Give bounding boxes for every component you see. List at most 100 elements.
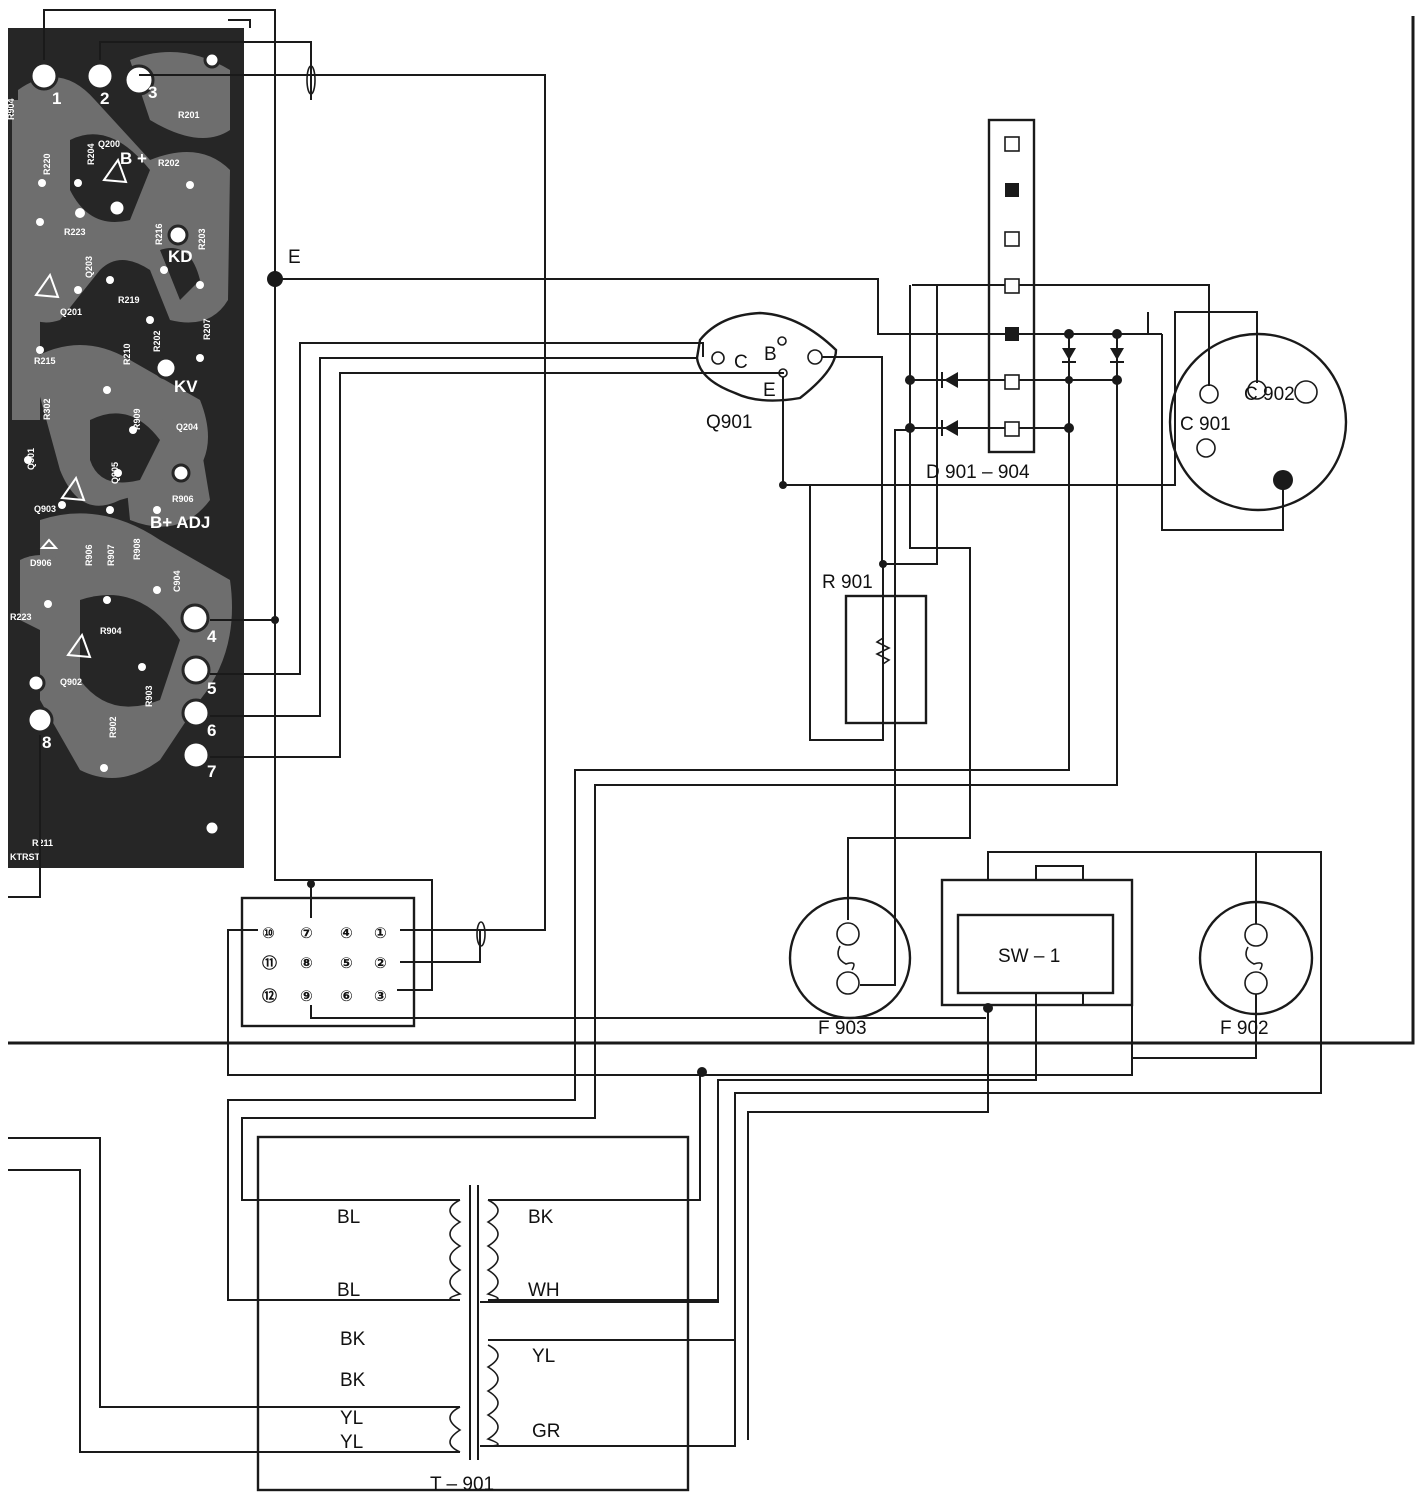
lead-label: BK <box>340 1329 366 1350</box>
pcb-label: R907 <box>106 544 116 566</box>
pin: ⑤ <box>340 954 353 972</box>
lead-label: YL <box>532 1346 555 1367</box>
pcb-label: R223 <box>10 612 32 622</box>
lead-label: BL <box>337 1207 360 1228</box>
pin: ⑨ <box>300 987 313 1005</box>
pcb-label: R219 <box>118 295 140 305</box>
pin: ⑥ <box>340 987 353 1005</box>
twist-marker <box>306 65 316 95</box>
q901-c-label: C <box>734 352 748 373</box>
pcb-label: C904 <box>172 570 182 592</box>
pcb-label: R904 <box>100 626 122 636</box>
pcb-label: R220 <box>42 153 52 175</box>
diode-wires <box>227 284 1284 1301</box>
pcb-terminal-6: 6 <box>207 721 216 740</box>
pcb-label: R215 <box>34 356 56 366</box>
connector-pins: ⑩ ⑦ ④ ① ⑪ ⑧ ⑤ ② ⑫ ⑨ ⑥ ③ <box>262 924 387 1005</box>
chassis-edge <box>8 16 1415 1045</box>
pcb-label: R202 <box>158 158 180 168</box>
pcb-mark-b: B + <box>120 149 147 168</box>
pcb-label: KV <box>174 377 198 396</box>
c901-label: C 901 <box>1180 414 1231 435</box>
ground-label: E <box>288 247 301 268</box>
pcb-terminal-7: 7 <box>207 762 216 781</box>
pcb-label: R908 <box>132 538 142 560</box>
pcb-label: R210 <box>122 343 132 365</box>
q901-wires <box>782 311 1258 741</box>
c902-label: C 902 <box>1244 384 1295 405</box>
connector-block <box>227 879 1133 1077</box>
sw1-label: SW – 1 <box>998 946 1060 967</box>
pcb-label: R302 <box>42 398 52 420</box>
pcb-terminal-5: 5 <box>207 679 216 698</box>
junction <box>271 616 279 624</box>
pcb-label: Q905 <box>110 462 120 484</box>
pcb-label: R223 <box>64 227 86 237</box>
diode-symbols <box>941 348 1124 436</box>
pcb-label: R207 <box>202 318 212 340</box>
pin: ⑧ <box>300 954 313 972</box>
pcb-terminal-2: 2 <box>100 89 109 108</box>
capacitor-can: C 902 C 901 <box>1168 332 1348 512</box>
pcb-label: R204 <box>86 143 96 165</box>
lead-label: GR <box>532 1421 561 1442</box>
pcb-label: Q903 <box>34 504 56 514</box>
pin: ⑩ <box>262 924 275 942</box>
pcb-label: Q902 <box>60 677 82 687</box>
pcb-label: R211 <box>32 838 53 848</box>
pcb-terminal-8: 8 <box>42 733 51 752</box>
pin: ⑦ <box>300 924 313 942</box>
pin: ⑪ <box>262 954 277 972</box>
pcb-label: R906 <box>84 544 94 566</box>
pcb-label: Q204 <box>176 422 198 432</box>
q901-transistor: C B E Q901 <box>695 311 838 433</box>
pcb-label: D906 <box>30 558 52 568</box>
r901-resistor: R 901 <box>822 285 938 740</box>
pin: ③ <box>374 987 387 1005</box>
pcb-label: R201 <box>178 110 200 120</box>
pcb-label: R903 <box>144 685 154 707</box>
pcb-label: R909 <box>132 408 142 430</box>
r901-label: R 901 <box>822 572 873 593</box>
pcb-label: R904 <box>6 98 16 120</box>
pcb-terminal-4: 4 <box>207 627 217 646</box>
pcb-terminal-1: 1 <box>52 89 61 108</box>
pcb-label: KTRST <box>10 852 40 862</box>
lead-label: YL <box>340 1432 363 1453</box>
pcb-label: Q203 <box>84 256 94 278</box>
sw1-switch: SW – 1 <box>480 851 1322 1447</box>
f902-fuse: F 902 <box>1132 852 1314 1059</box>
pcb-label: KD <box>168 247 193 266</box>
pcb-label: R902 <box>108 716 118 738</box>
lead-label: BK <box>340 1370 366 1391</box>
pcb-board: 1 2 3 4 5 6 7 8 R904 R220 R204 Q200 R201… <box>6 28 244 868</box>
pcb-label: Q201 <box>60 307 82 317</box>
pin: ① <box>374 924 387 942</box>
f902-label: F 902 <box>1220 1018 1269 1039</box>
q901-b-label: B <box>764 344 777 365</box>
pcb-label: R906 <box>172 494 194 504</box>
lead-label: WH <box>528 1280 560 1301</box>
diodes-label: D 901 – 904 <box>926 462 1030 483</box>
q901-label: Q901 <box>706 412 752 433</box>
lead-label: YL <box>340 1408 363 1429</box>
lead-label: BK <box>528 1207 554 1228</box>
lead-label: BL <box>337 1280 360 1301</box>
pcb-label: R202 <box>152 330 162 352</box>
pin: ② <box>374 954 387 972</box>
pcb-label: R216 <box>154 223 164 245</box>
pcb-label: B+ ADJ <box>150 513 210 532</box>
pin: ⑫ <box>262 987 277 1005</box>
pcb-label: Q301 <box>26 448 36 470</box>
f903-fuse: F 903 <box>788 429 912 1039</box>
pin: ④ <box>340 924 353 942</box>
t901-label: T – 901 <box>430 1474 494 1495</box>
pcb-label: Q200 <box>98 139 120 149</box>
pcb-label: R203 <box>197 228 207 250</box>
f903-label: F 903 <box>818 1018 867 1039</box>
q901-e-label: E <box>763 380 776 401</box>
pcb-terminal-3: 3 <box>148 83 157 102</box>
ground-node <box>267 271 283 287</box>
t901-transformer: BL BL BK WH BK BK YL YL YL GR T – 901 <box>8 1072 736 1495</box>
